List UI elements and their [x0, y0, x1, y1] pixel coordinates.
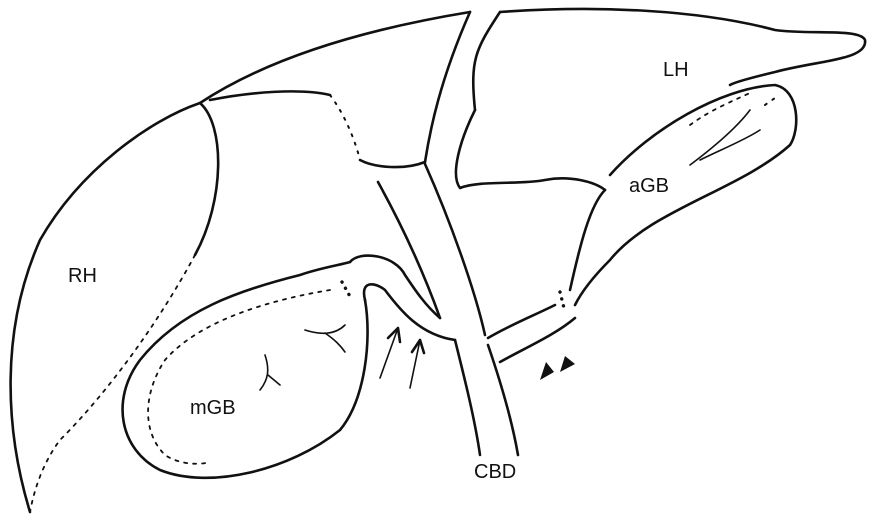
main-gb-fold-2 — [305, 325, 345, 352]
main-cystic-duct-lower — [364, 284, 455, 340]
arrow-icon — [410, 340, 424, 388]
accessory-cystic-duct-upper — [488, 305, 555, 338]
left-duct-inner — [425, 164, 485, 335]
main-gb-outline — [123, 262, 368, 478]
main-cystic-duct-dots — [342, 282, 352, 300]
label-lh: LH — [663, 59, 689, 81]
main-gb-wall-hatch — [148, 290, 330, 464]
falciform-band-right — [473, 12, 500, 110]
accessory-gb-wall-dash — [765, 98, 775, 105]
hilar-notch — [360, 160, 425, 167]
hilar-dashed-line — [330, 95, 360, 160]
left-duct-outer — [378, 182, 440, 318]
right-lobe-outline — [11, 103, 200, 512]
right-lobe-inner-border — [195, 103, 218, 255]
left-lobe-lower-outline — [456, 110, 605, 190]
arrowhead-icon — [540, 362, 554, 380]
main-cystic-duct-upper — [350, 256, 440, 318]
cbd-left-wall — [455, 340, 480, 455]
main-gb-fold-1 — [260, 355, 280, 390]
label-cbd: CBD — [474, 461, 516, 483]
label-agb: aGB — [629, 175, 669, 197]
accessory-gb-outline — [570, 85, 796, 305]
label-rh: RH — [68, 265, 97, 287]
liver-top-outline — [200, 12, 470, 103]
liver-top-inner-line — [210, 91, 330, 100]
arrow-icon — [380, 328, 400, 378]
accessory-cystic-duct-dots — [560, 292, 565, 312]
label-mgb: mGB — [190, 397, 236, 419]
arrowhead-icon — [560, 356, 575, 372]
